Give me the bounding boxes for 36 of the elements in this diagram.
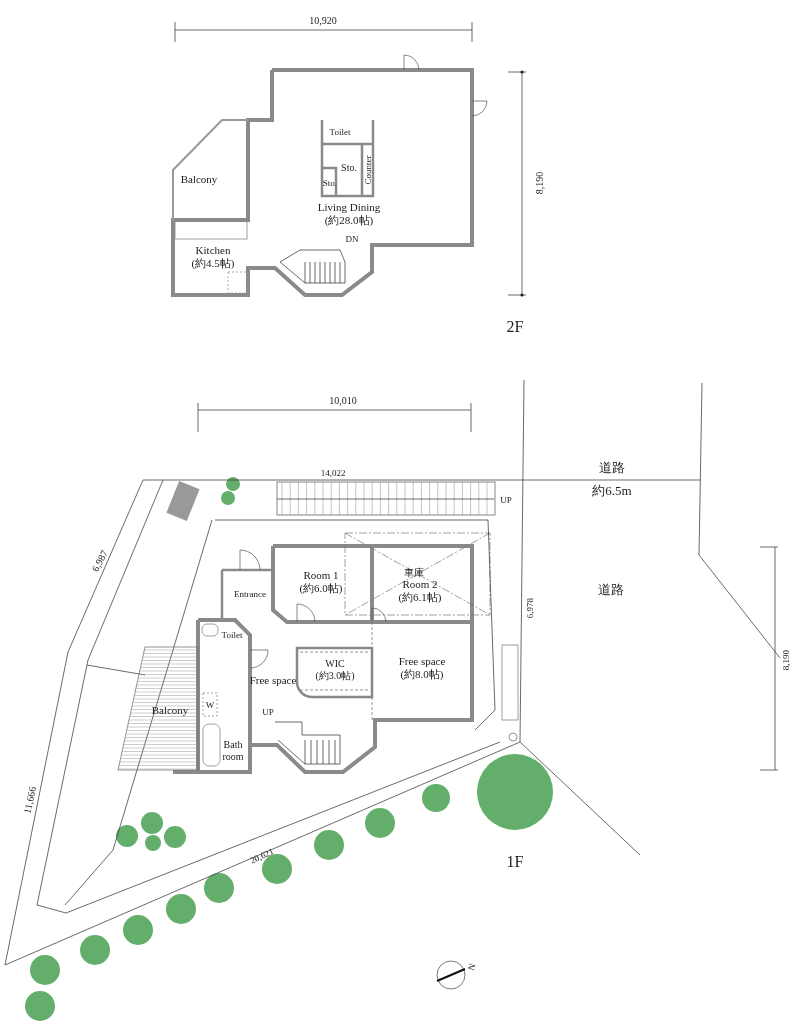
dimension-label: 11,666 xyxy=(21,785,39,815)
room-label: Living Dining (約28.0帖) xyxy=(316,201,382,227)
dimension-label: 10,010 xyxy=(329,395,357,407)
room-label: Kitchen (約4.5帖) xyxy=(190,244,236,270)
room-label: Free space (約8.0帖) xyxy=(397,655,447,681)
room-label: Balcony xyxy=(151,703,189,717)
room-label: Room 2 (約6.1帖) xyxy=(397,578,443,604)
road-label: 道路 xyxy=(598,582,624,598)
stair-label: UP xyxy=(500,494,512,506)
room-label: Entrance xyxy=(234,588,266,600)
room-label: Bath room xyxy=(221,738,245,762)
room-label: Balcony xyxy=(180,172,218,186)
dimension-label: 8,190 xyxy=(534,171,546,195)
dimension-label: 20,621 xyxy=(248,846,276,866)
dimension-label: 14,022 xyxy=(320,467,346,479)
room-label: Toilet xyxy=(329,126,351,138)
compass-label: N xyxy=(466,962,478,972)
floor-label: 2F xyxy=(506,317,524,337)
road-label: 約6.5m xyxy=(592,483,632,499)
room-label: 車庫 xyxy=(404,567,424,579)
room-label: Sto. xyxy=(341,162,357,174)
floor-label: 1F xyxy=(506,852,524,872)
room-label: W xyxy=(205,699,215,711)
room-label: WIC (約3.0帖) xyxy=(314,657,356,681)
room-label: Sto. xyxy=(322,177,338,189)
dimension-label: 10,920 xyxy=(309,15,337,27)
room-label: Free space xyxy=(249,673,297,687)
dimension-label: 8,190 xyxy=(780,649,792,671)
dimension-label: 6,987 xyxy=(89,548,111,574)
room-label: Counter xyxy=(362,155,374,185)
dimension-label: 6,978 xyxy=(524,597,536,619)
room-label: Room 1 (約6.0帖) xyxy=(298,569,344,595)
stair-label: DN xyxy=(345,233,359,245)
stair-label: UP xyxy=(262,706,274,718)
road-label: 道路 xyxy=(599,460,625,476)
room-label: Toilet xyxy=(221,629,243,641)
